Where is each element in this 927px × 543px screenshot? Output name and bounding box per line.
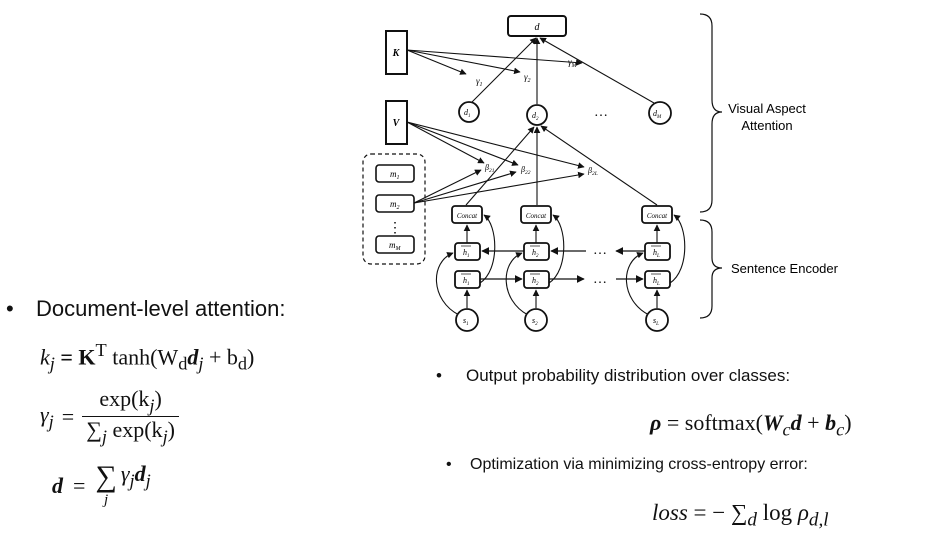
memory-vdots: ⋮: [388, 221, 402, 236]
aspect-label-d1: d1: [464, 108, 471, 119]
forward-label-h2: h2: [532, 276, 539, 287]
sentence-encoder-label: Sentence Encoder: [731, 261, 839, 276]
sentence-node-s2: [524, 308, 548, 332]
sentence-node-s1: [455, 308, 479, 332]
memory-box-m1: [375, 164, 415, 183]
concat-label-L: Concat: [647, 212, 668, 220]
beta2L-label: β2L: [587, 166, 598, 177]
optimization-bullet-dot: •: [446, 456, 452, 473]
document-vector-box: [507, 15, 567, 37]
forward-state-hL: [644, 270, 671, 289]
arrow-k-gamma1: [406, 49, 467, 75]
left-bullet: •: [6, 296, 14, 321]
backward-dots: …: [593, 243, 607, 258]
aspect-label-d2: d2: [532, 111, 539, 122]
equation-loss: loss = − ∑d log ρd,l: [652, 500, 829, 531]
equation-k: kj = KT tanh(Wddj + bd): [40, 340, 255, 374]
arrow-concat1-d2: [465, 126, 535, 206]
arrow-k-gammaM: [406, 49, 583, 66]
gamma1-label: γ1: [476, 76, 483, 88]
memory-label-mM: mM: [389, 240, 402, 252]
aspect-dots: …: [594, 105, 608, 120]
aspect-node-d1: [458, 101, 480, 123]
equation-softmax: ρ = softmax(Wcd + bc): [650, 410, 852, 440]
output-bullet: • Output probability distribution over c…: [436, 366, 790, 386]
arrow-m2-beta22: [413, 170, 517, 204]
output-distribution-text: Output probability distribution over cla…: [466, 366, 791, 385]
arrow-m2-beta21: [413, 169, 482, 204]
concat-label-2: Concat: [526, 212, 547, 220]
visual-attention-label-line1: Visual Aspect: [728, 101, 806, 116]
document-vector-label: d: [535, 22, 541, 33]
sentence-encoder-brace: [699, 219, 723, 319]
left-bullet-heading: • Document-level attention:: [6, 296, 285, 322]
aspect-node-d2: [526, 104, 548, 126]
memory-box-mM: [375, 235, 415, 254]
memory-label-m1: m1: [390, 169, 400, 181]
forward-label-h1: h1: [463, 276, 470, 287]
backward-label-hL: hL: [653, 248, 660, 259]
gamma2-label: γ2: [524, 72, 531, 84]
backward-label-h1: h1: [463, 248, 470, 259]
forward-label-hL: hL: [653, 276, 660, 287]
sentence-label-s2: s2: [532, 316, 538, 327]
arrow-k-gamma2: [406, 49, 521, 75]
arrow-m2-beta2L: [413, 171, 585, 204]
visual-attention-label-line2: Attention: [741, 118, 792, 133]
concat-box-L: [641, 205, 673, 224]
sentence-label-s1: s1: [463, 316, 469, 327]
arrow-v-beta21: [406, 121, 485, 164]
value-matrix-label: V: [393, 118, 401, 129]
document-attention-heading: Document-level attention:: [36, 296, 286, 321]
output-bullet-dot: •: [436, 366, 442, 385]
forward-dots: …: [593, 272, 607, 287]
backward-label-h2: h2: [532, 248, 539, 259]
memory-label-m2: m2: [390, 199, 400, 211]
beta21-label: β21: [484, 163, 495, 174]
arrow-dM-d: [539, 37, 655, 104]
key-matrix-box: [385, 30, 408, 75]
concat-label-1: Concat: [457, 212, 478, 220]
gammaM-label: γM: [568, 57, 578, 69]
optimization-bullet: • Optimization via minimizing cross-entr…: [446, 456, 808, 474]
memory-box-m2: [375, 194, 415, 213]
concat-box-1: [451, 205, 483, 224]
equation-d: d = ∑ j γjdj: [52, 460, 151, 508]
concat-box-2: [520, 205, 552, 224]
memory-group: [362, 153, 426, 265]
arrow-v-beta22: [406, 121, 519, 166]
beta22-label: β22: [520, 165, 531, 176]
key-matrix-label: K: [392, 48, 401, 59]
aspect-label-dM: dM: [653, 109, 662, 120]
arrow-concatL-d2: [540, 125, 658, 206]
sentence-label-sL: sL: [653, 316, 659, 327]
aspect-node-dM: [648, 101, 672, 125]
sentence-node-sL: [645, 308, 669, 332]
arrow-d1-d: [471, 37, 537, 103]
equation-gamma: γj = exp(kj) ∑j exp(kj): [40, 386, 179, 448]
visual-attention-brace: [699, 13, 723, 213]
optimization-text: Optimization via minimizing cross-entrop…: [470, 456, 808, 473]
arrow-v-beta2L: [406, 121, 585, 169]
